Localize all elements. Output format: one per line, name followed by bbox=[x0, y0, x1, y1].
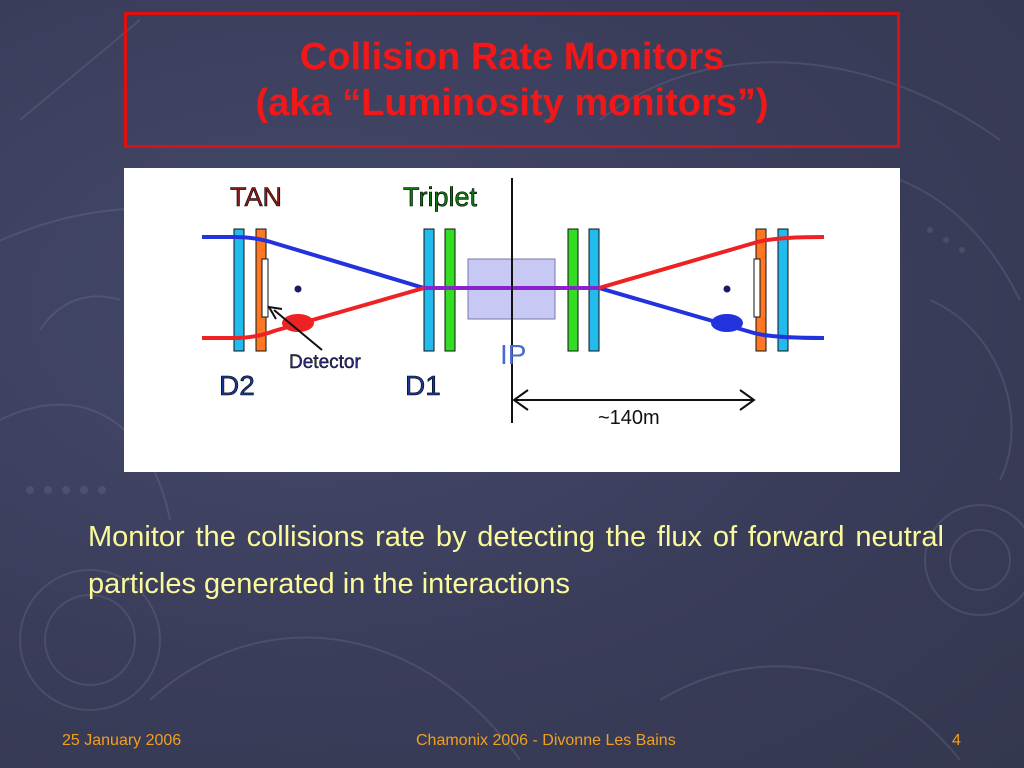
neutral-dot-right bbox=[723, 285, 731, 293]
slide-subtitle: (aka “Luminosity monitors”) bbox=[255, 82, 769, 124]
body-paragraph: Monitor the collisions rate by detecting… bbox=[88, 521, 944, 600]
footer-event: Chamonix 2006 - Divonne Les Bains bbox=[416, 732, 676, 749]
slide-title: Collision Rate Monitors bbox=[299, 36, 725, 78]
tan-slot-left bbox=[261, 258, 269, 318]
page-number: 4 bbox=[952, 732, 961, 749]
label-d2: D2 bbox=[219, 370, 255, 401]
footer-date: 25 January 2006 bbox=[62, 732, 182, 749]
distance-arrow-head-right bbox=[739, 389, 756, 411]
label-ip: IP bbox=[500, 339, 526, 370]
beam-layout-diagram: TAN Triplet Detector D2 D1 IP ~140m bbox=[124, 168, 900, 472]
distance-arrow-head-left bbox=[512, 389, 529, 411]
d2-magnet-left bbox=[233, 228, 245, 352]
title-box: Collision Rate Monitors (aka “Luminosity… bbox=[124, 12, 900, 148]
tan-slot-right bbox=[753, 258, 761, 318]
detector-arrow bbox=[273, 309, 323, 351]
diagram-svg: TAN Triplet Detector D2 D1 IP ~140m bbox=[202, 178, 825, 429]
label-triplet: Triplet bbox=[403, 182, 478, 212]
d2-magnet-right bbox=[777, 228, 789, 352]
neutral-dot-left bbox=[294, 285, 302, 293]
detector-arrow-head bbox=[267, 305, 283, 320]
label-d1: D1 bbox=[405, 370, 441, 401]
label-tan: TAN bbox=[230, 182, 282, 212]
detector-spot-left bbox=[282, 314, 314, 332]
label-distance: ~140m bbox=[598, 407, 660, 429]
detector-spot-right bbox=[711, 314, 743, 332]
label-detector: Detector bbox=[289, 352, 361, 373]
